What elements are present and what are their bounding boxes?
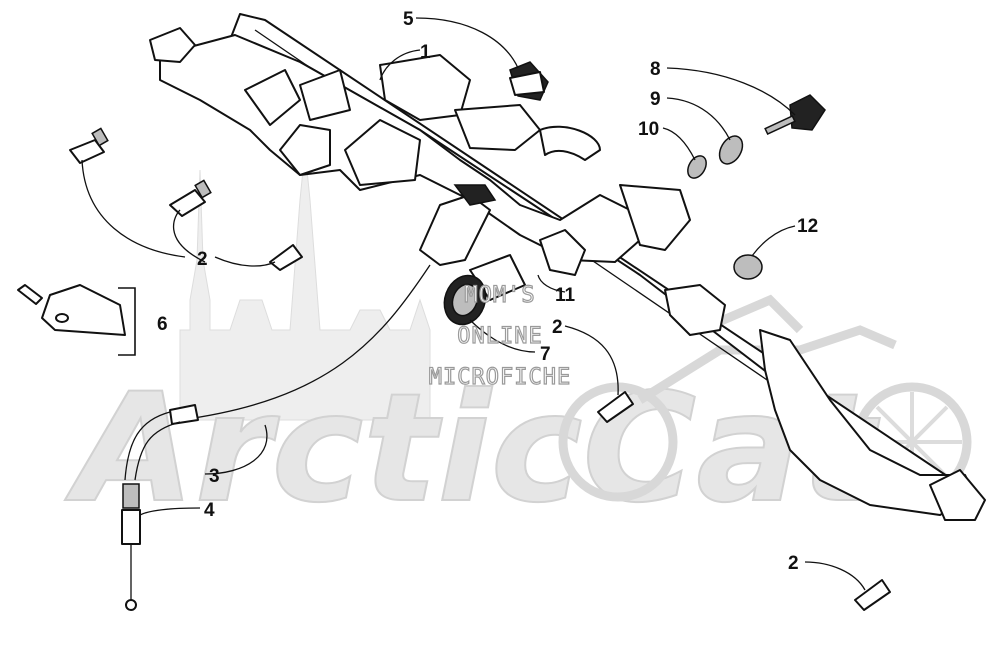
part-9-key-bezel (718, 135, 744, 165)
part-6-bracket (17, 284, 126, 336)
watermark: ArcticCat (64, 149, 972, 537)
callout-3: 3 (209, 466, 220, 487)
callout-2-left: 2 (197, 249, 208, 270)
throttle-sensor (419, 184, 497, 266)
callout-9: 9 (650, 89, 661, 110)
part-5-switch (509, 61, 549, 101)
callout-8: 8 (650, 59, 661, 80)
callout-5: 5 (403, 9, 414, 30)
watermark-brand: ArcticCat (65, 362, 881, 536)
callout-10: 10 (638, 119, 659, 140)
part-12-cap (733, 254, 763, 280)
watermark-line-2: ONLINE (457, 324, 542, 349)
part-2-screw-center (597, 391, 634, 423)
watermark-line-3: MICROFICHE (429, 365, 571, 390)
part-3-throttle-cable (124, 264, 431, 481)
left-mount-clip (149, 27, 196, 63)
part-2-screw-lower-left (269, 244, 303, 271)
part-10-key-washer (687, 155, 707, 179)
callout-7: 7 (540, 344, 551, 365)
handlebar-housing (159, 13, 986, 521)
watermark-church-silhouette (179, 149, 431, 421)
callout-6: 6 (157, 314, 168, 335)
callout-12: 12 (797, 216, 818, 237)
part-7-ignition-switch (443, 274, 487, 326)
callout-1: 1 (420, 42, 431, 63)
part-2-screw-bottom-right (854, 579, 891, 611)
part-2-screw-mid-left (169, 179, 212, 217)
watermark-center-text: MOM'S ONLINE MICROFICHE (428, 282, 571, 390)
watermark-line-1: MOM'S (464, 283, 535, 308)
part-2-screw-upper-left (69, 127, 109, 164)
part-6-bracket-brace (118, 287, 136, 356)
leader-lines (81, 17, 866, 591)
part-4-cable-adjuster (121, 483, 141, 611)
part-8-ignition-key (764, 94, 826, 136)
callout-11: 11 (555, 285, 576, 306)
callout-2-bottom-right: 2 (788, 553, 799, 574)
callout-numbers: 1 2 2 2 3 4 5 6 7 8 9 10 11 12 (157, 9, 818, 574)
callout-4: 4 (204, 500, 215, 521)
callout-2-center: 2 (552, 317, 563, 338)
